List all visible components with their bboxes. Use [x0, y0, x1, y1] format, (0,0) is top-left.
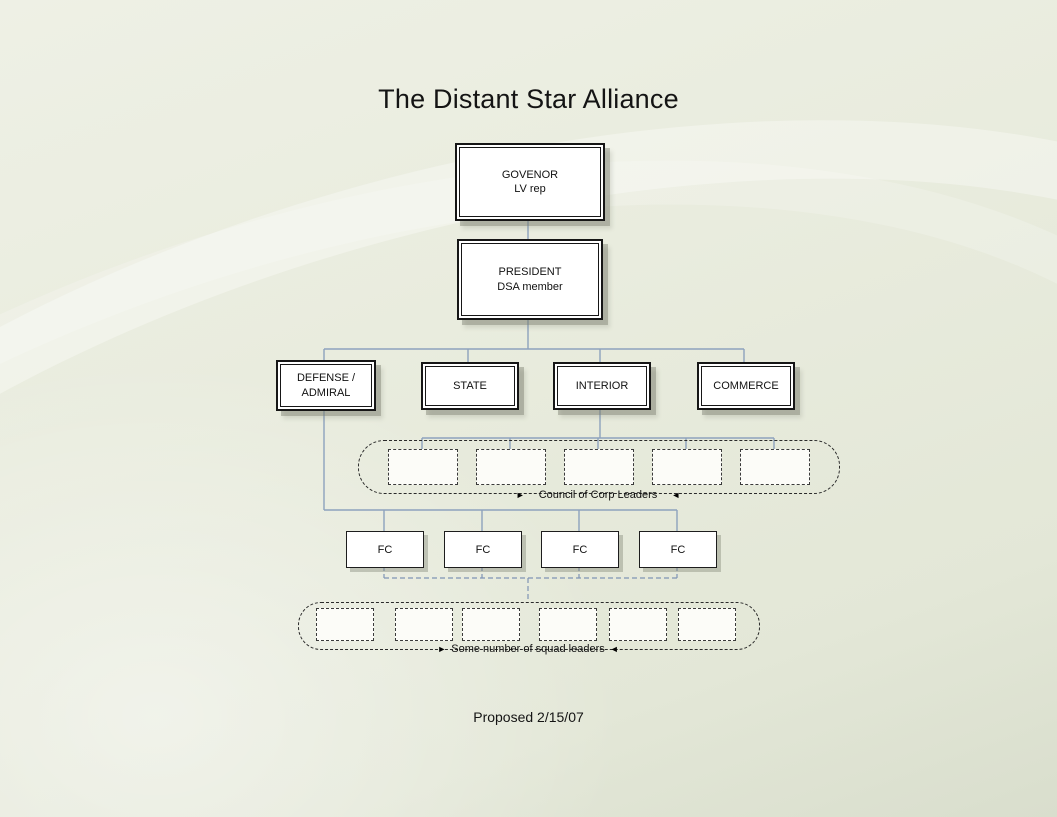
background-glow: [0, 357, 630, 817]
dept-box-defense: DEFENSE / ADMIRAL: [276, 360, 376, 411]
connector-defense-fc: [323, 408, 678, 531]
dept-box-interior-inner: INTERIOR: [557, 366, 647, 406]
squad-seat-box: [316, 608, 374, 641]
dept-label-defense: DEFENSE / ADMIRAL: [296, 372, 356, 399]
fc-label-3: FC: [572, 543, 588, 556]
dept-box-state: STATE: [421, 362, 519, 410]
arrow-right-icon: ►: [515, 489, 525, 500]
president-label: PRESIDENT DSA member: [497, 266, 563, 293]
squad-label-row: ► Some number of squad leaders ◄: [298, 643, 758, 655]
fc-label-1: FC: [377, 543, 393, 556]
arrow-left-icon: ◄: [609, 643, 619, 654]
squad-label: Some number of squad leaders: [451, 643, 605, 655]
council-seat-box: [740, 449, 810, 485]
fc-box-3: FC: [541, 531, 619, 568]
squad-seat-box: [395, 608, 453, 641]
squad-seat-box: [609, 608, 667, 641]
governor-box-inner: GOVENOR LV rep: [459, 147, 601, 217]
arrow-right-icon: ►: [437, 643, 447, 654]
council-label-row: ► Council of Corp Leaders ◄: [358, 489, 838, 501]
dept-box-commerce-inner: COMMERCE: [701, 366, 791, 406]
dept-label-commerce: COMMERCE: [713, 379, 779, 392]
governor-label: GOVENOR LV rep: [501, 168, 559, 195]
fc-label-4: FC: [670, 543, 686, 556]
dept-box-defense-inner: DEFENSE / ADMIRAL: [280, 364, 372, 407]
fc-box-2: FC: [444, 531, 522, 568]
arrow-left-icon: ◄: [671, 489, 681, 500]
dept-box-state-inner: STATE: [425, 366, 515, 406]
fc-box-1: FC: [346, 531, 424, 568]
president-box: PRESIDENT DSA member: [457, 239, 603, 320]
connector-fc-squads: [383, 566, 678, 602]
squad-seat-box: [678, 608, 736, 641]
dept-box-commerce: COMMERCE: [697, 362, 795, 410]
squad-seat-box: [462, 608, 520, 641]
dept-label-state: STATE: [453, 379, 487, 392]
council-container: [358, 440, 840, 494]
president-box-inner: PRESIDENT DSA member: [461, 243, 599, 316]
slide-title: The Distant Star Alliance: [378, 84, 679, 114]
proposed-date: Proposed 2/15/07: [473, 709, 584, 725]
squad-container: [298, 602, 760, 650]
dept-label-interior: INTERIOR: [575, 379, 629, 392]
council-seat-box: [476, 449, 546, 485]
council-seat-box: [564, 449, 634, 485]
dept-box-interior: INTERIOR: [553, 362, 651, 410]
connector-president-departments: [323, 316, 745, 362]
fc-box-4: FC: [639, 531, 717, 568]
council-seat-box: [652, 449, 722, 485]
squad-seat-box: [539, 608, 597, 641]
connector-interior-council: [421, 406, 775, 450]
council-label: Council of Corp Leaders: [538, 489, 658, 501]
council-seat-box: [388, 449, 458, 485]
governor-box: GOVENOR LV rep: [455, 143, 605, 221]
fc-label-2: FC: [475, 543, 491, 556]
